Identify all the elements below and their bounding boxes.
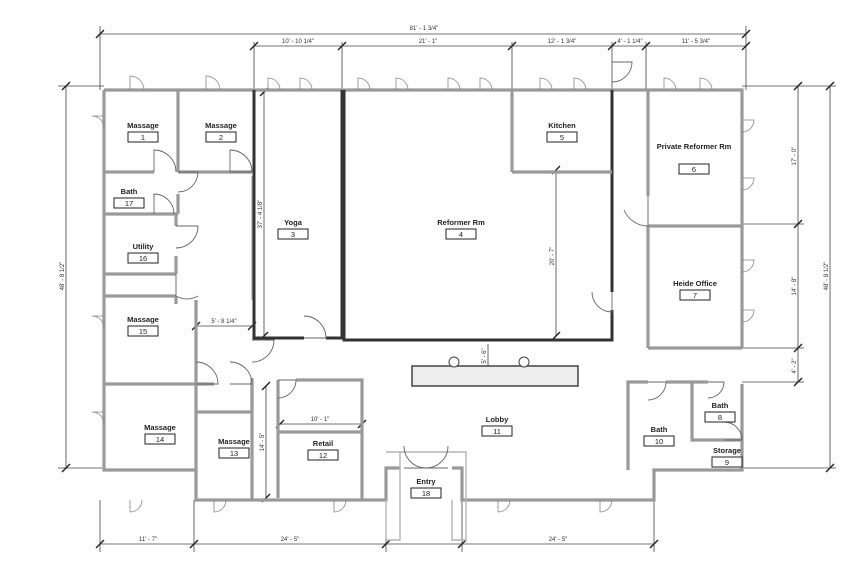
dim-bottom-left: 11' - 7"	[139, 537, 157, 543]
dim-counter-depth: 5' - 6"	[482, 348, 488, 363]
reception-counter	[411, 356, 579, 387]
room-number: 2	[219, 133, 223, 142]
room-reformer-4: Reformer Rm 4	[437, 218, 485, 240]
dim-retail-width: 10' - 1"	[311, 417, 330, 423]
room-name: Utility	[133, 242, 155, 251]
dim-bottom-mid: 24' - 5"	[281, 537, 300, 543]
room-name: Massage	[127, 121, 159, 130]
dim-bottom-right: 24' - 5"	[549, 537, 568, 543]
room-number: 17	[125, 199, 133, 208]
dim-reformer-height: 20' - 7"	[550, 247, 556, 266]
room-kitchen-5: Kitchen 5	[546, 121, 578, 143]
room-massage-2: Massage 2	[205, 121, 237, 143]
room-number: 3	[291, 230, 295, 239]
room-name: Bath	[651, 425, 668, 434]
room-name: Yoga	[284, 218, 303, 227]
room-yoga-3: Yoga 3	[277, 218, 309, 240]
room-name-wrap: Private Reformer Rm	[656, 142, 732, 151]
room-private-reformer-6: Private Reformer Rm 6	[656, 142, 732, 175]
room-number: 15	[139, 327, 147, 336]
room-name: Reformer Rm	[437, 218, 485, 227]
room-number: 18	[422, 489, 430, 498]
dim-yoga-height: 37' - 4 1/8"	[258, 200, 264, 229]
room-heide-office-7: Heide Office 7	[673, 279, 717, 301]
room-massage-1: Massage 1	[127, 121, 159, 143]
room-name: Private Reformer Rm	[656, 142, 732, 151]
room-name: Storage	[713, 446, 741, 455]
room-number: 12	[319, 451, 327, 460]
room-number: 14	[156, 435, 164, 444]
room-bath-10: Bath 10	[643, 425, 675, 447]
room-name: Massage	[127, 315, 159, 324]
dim-private-reformer-width: 11' - 5 3/4"	[682, 39, 710, 45]
room-name: Retail	[313, 439, 333, 448]
room-number: 5	[560, 133, 564, 142]
room-number: 7	[693, 291, 697, 300]
windows	[91, 75, 755, 513]
room-massage-13: Massage 13	[218, 437, 250, 459]
room-name: Massage	[218, 437, 250, 446]
room-number: 13	[230, 449, 238, 458]
room-number: 6	[692, 165, 696, 174]
room-lobby-11: Lobby 11	[481, 415, 513, 437]
room-name: Lobby	[486, 415, 509, 424]
dim-right-small: 4' - 2"	[792, 358, 798, 373]
dim-massage13-height: 14' - 5"	[260, 433, 266, 452]
dim-reformer-width: 21' - 1"	[419, 39, 438, 45]
dim-corridor-left: 5' - 8 1/4"	[211, 319, 236, 325]
room-entry-18: Entry 18	[410, 477, 442, 499]
room-number: 1	[141, 133, 145, 142]
walls	[102, 88, 744, 541]
dimension-lines	[58, 26, 836, 552]
room-number: 10	[655, 437, 663, 446]
room-number: 4	[459, 230, 463, 239]
room-number: 8	[718, 413, 722, 422]
room-massage-14: Massage 14	[144, 423, 176, 445]
room-storage-9: Storage 9	[711, 446, 743, 468]
room-name: Bath	[712, 401, 729, 410]
room-name: Massage	[205, 121, 237, 130]
dim-overall-width: 81' - 1 3/4"	[410, 26, 439, 32]
room-retail-12: Retail 12	[307, 439, 339, 461]
dim-corridor-width: 4' - 1 1/4"	[617, 39, 642, 45]
room-number: 16	[139, 254, 147, 263]
dim-overall-height-right: 48' - 8 1/2"	[824, 262, 830, 291]
dim-yoga-width: 10' - 10 1/4"	[282, 39, 314, 45]
room-bath-17: Bath 17	[113, 187, 145, 209]
dimension-labels: 81' - 1 3/4" 10' - 10 1/4" 21' - 1" 12' …	[60, 26, 830, 543]
doors	[153, 61, 743, 469]
room-massage-15: Massage 15	[127, 315, 159, 337]
room-name: Massage	[144, 423, 176, 432]
room-name: Bath	[121, 187, 138, 196]
room-name: Heide Office	[673, 279, 717, 288]
room-utility-16: Utility 16	[127, 242, 159, 264]
room-name: Entry	[416, 477, 436, 486]
dim-kitchen-width: 12' - 1 3/4"	[548, 39, 577, 45]
dim-overall-height-left: 48' - 8 1/2"	[60, 262, 66, 291]
dim-private-reformer-height: 17' - 0"	[792, 147, 798, 166]
room-labels: Massage 1 Massage 2 Yoga 3 Reformer Rm 4…	[113, 121, 743, 499]
room-number: 9	[725, 458, 729, 467]
room-name: Kitchen	[548, 121, 576, 130]
room-bath-8: Bath 8	[704, 401, 736, 423]
dim-office-height: 14' - 8"	[792, 277, 798, 296]
room-number: 11	[493, 427, 501, 436]
